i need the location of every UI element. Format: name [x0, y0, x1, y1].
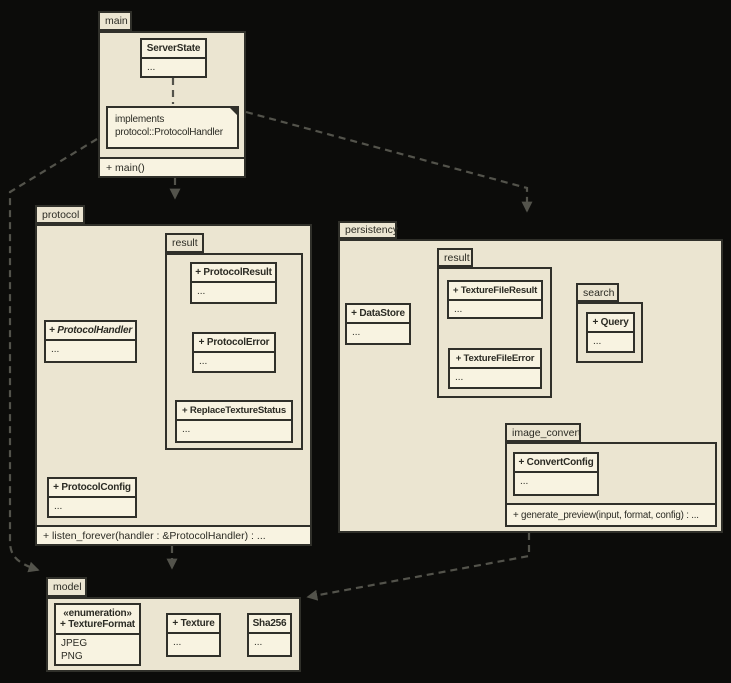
class-textureformat: «enumeration» + TextureFormat JPEG PNG [54, 603, 141, 666]
class-attributes: ... [199, 356, 208, 367]
uml-note: implements protocol::ProtocolHandler [106, 106, 239, 149]
package-protocol: result + ProtocolResult ... + ProtocolEr… [35, 224, 312, 546]
package-tab-image-convert: image_convert [505, 423, 581, 442]
note-line: implements [115, 114, 165, 125]
class-title: «enumeration» + TextureFormat [56, 605, 139, 635]
package-operations-protocol: + listen_forever(handler : &ProtocolHand… [35, 525, 312, 546]
class-name: + TextureFileError [450, 350, 540, 369]
class-attributes: ... [254, 637, 263, 648]
class-texture: + Texture ... [166, 613, 221, 657]
class-name: + Texture [168, 615, 219, 634]
dependency-main-to-persistency [245, 110, 533, 213]
class-stereotype: «enumeration» [63, 608, 132, 619]
class-name: + ReplaceTextureStatus [177, 402, 291, 421]
package-operations-image-convert: + generate_preview(input, format, config… [505, 503, 717, 527]
class-protocolhandler: + ProtocolHandler ... [44, 320, 137, 363]
package-search: + Query ... [576, 302, 643, 363]
class-convertconfig: + ConvertConfig ... [513, 452, 599, 496]
class-attributes: JPEG PNG [56, 635, 139, 665]
class-name: + TextureFormat [60, 619, 135, 630]
package-tab-persistency: persistency [338, 221, 398, 239]
class-protocolconfig: + ProtocolConfig ... [47, 477, 137, 518]
class-name: + ProtocolHandler [46, 322, 135, 341]
class-attributes: ... [520, 476, 529, 487]
package-persistency-result: + TextureFileResult ... + TextureFileErr… [437, 267, 552, 398]
class-name: ServerState [142, 40, 205, 59]
class-attributes: ... [147, 62, 156, 73]
dependency-persistency-to-model [306, 533, 531, 601]
class-name: + ProtocolResult [192, 264, 275, 283]
package-main: ServerState ... implements protocol::Pro… [98, 31, 246, 178]
class-attributes: ... [54, 501, 63, 512]
class-attributes: ... [352, 327, 361, 338]
package-operations-main: + main() [98, 157, 246, 178]
class-replacetexturestatus: + ReplaceTextureStatus ... [175, 400, 293, 443]
class-name: Sha256 [249, 615, 290, 634]
class-name: + ProtocolError [194, 334, 274, 353]
package-tab-main: main [98, 11, 132, 31]
enum-value: PNG [61, 651, 83, 662]
class-name: + ProtocolConfig [49, 479, 135, 498]
class-attributes: ... [173, 637, 182, 648]
class-attributes: ... [454, 304, 463, 315]
enum-value: JPEG [61, 638, 88, 649]
note-line: protocol::ProtocolHandler [115, 127, 223, 138]
class-protocolresult: + ProtocolResult ... [190, 262, 277, 304]
package-tab-protocol-result: result [165, 233, 204, 253]
package-persistency: + DataStore ... result + TextureFileResu… [338, 239, 723, 533]
class-protocolerror: + ProtocolError ... [192, 332, 276, 373]
package-tab-persistency-result: result [437, 248, 473, 267]
package-model: «enumeration» + TextureFormat JPEG PNG +… [46, 597, 301, 672]
class-attributes: ... [593, 336, 602, 347]
class-attributes: ... [455, 372, 464, 383]
class-query: + Query ... [586, 312, 635, 353]
package-protocol-result: + ProtocolResult ... + ProtocolError ...… [165, 253, 303, 450]
package-tab-model: model [46, 577, 87, 597]
class-attributes: ... [51, 344, 60, 355]
class-attributes: ... [197, 286, 206, 297]
package-image-convert: + ConvertConfig ... + generate_preview(i… [505, 442, 717, 527]
class-name: + DataStore [347, 305, 409, 324]
class-texturefileresult: + TextureFileResult ... [447, 280, 543, 319]
class-datastore: + DataStore ... [345, 303, 411, 345]
class-attributes: ... [182, 424, 191, 435]
class-name: + Query [588, 314, 633, 333]
class-serverstate: ServerState ... [140, 38, 207, 78]
package-tab-search: search [576, 283, 619, 302]
class-sha256: Sha256 ... [247, 613, 292, 657]
package-tab-protocol: protocol [35, 205, 85, 224]
class-name: + ConvertConfig [515, 454, 597, 473]
class-texturefileerror: + TextureFileError ... [448, 348, 542, 389]
class-name: + TextureFileResult [449, 282, 541, 301]
